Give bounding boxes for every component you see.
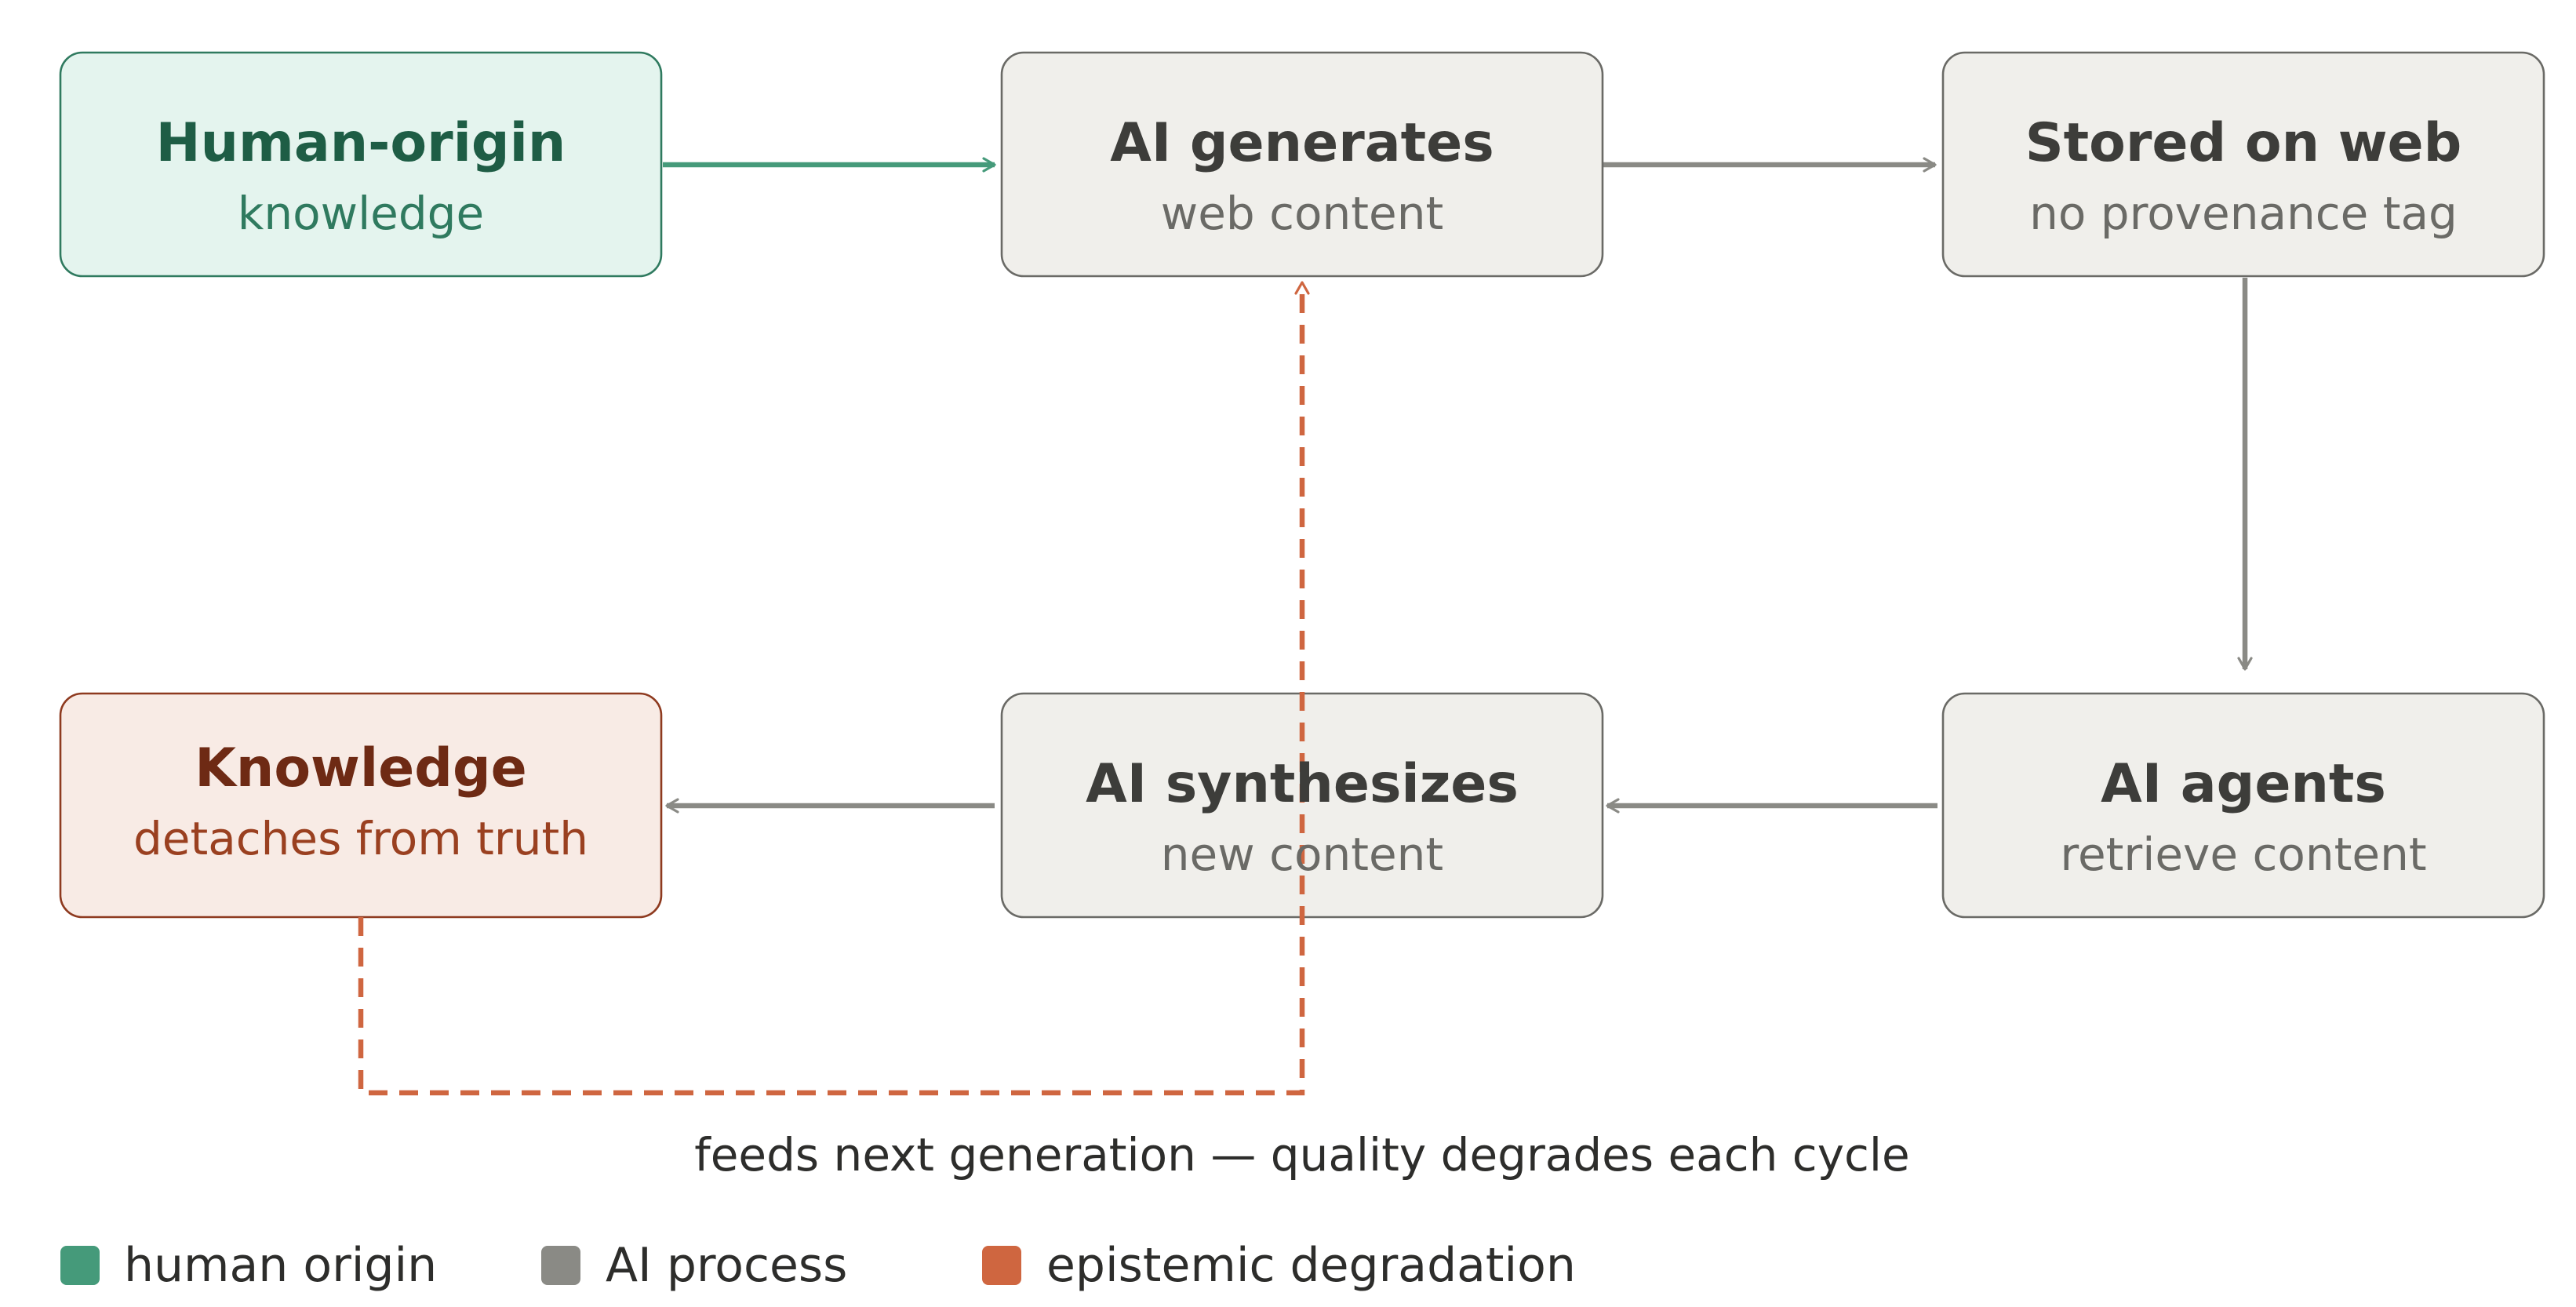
node-human-origin-box	[59, 51, 663, 278]
node-ai-generates-subtitle: web content	[1161, 187, 1443, 240]
node-ai-generates-title: AI generates	[1110, 112, 1494, 174]
node-ai-agents-title: AI agents	[2101, 753, 2386, 815]
feedback-loop-dashed-arrow	[358, 281, 1310, 1096]
connectors	[663, 157, 2253, 814]
node-stored-on-web: Stored on web no provenance tag	[1941, 51, 2545, 278]
node-knowledge-box	[59, 692, 663, 919]
node-stored-on-web-title: Stored on web	[2025, 112, 2462, 174]
legend-swatch-human-origin	[60, 1246, 100, 1285]
legend-swatch-epistemic-degradation	[982, 1246, 1021, 1285]
legend-label-epistemic-degradation: epistemic degradation	[1046, 1238, 1576, 1293]
legend-item-epistemic-degradation: epistemic degradation	[982, 1238, 1576, 1293]
legend-label-human-origin: human origin	[124, 1238, 437, 1293]
feedback-caption: feeds next generation — quality degrades…	[694, 1128, 1909, 1181]
node-knowledge-subtitle: detaches from truth	[133, 812, 588, 865]
legend-swatch-ai-process	[541, 1246, 580, 1285]
node-stored-on-web-box	[1941, 51, 2545, 278]
node-knowledge-title: Knowledge	[195, 737, 527, 799]
node-ai-synthesizes-subtitle: new content	[1161, 828, 1443, 881]
legend-label-ai-process: AI process	[606, 1238, 847, 1293]
node-ai-agents-box	[1941, 692, 2545, 919]
node-stored-on-web-subtitle: no provenance tag	[2029, 187, 2458, 240]
node-ai-synthesizes-title: AI synthesizes	[1086, 753, 1519, 815]
node-ai-generates: AI generates web content	[1000, 51, 1604, 278]
node-human-origin-title: Human-origin	[156, 112, 566, 174]
legend: human origin AI process epistemic degrad…	[60, 1238, 1576, 1293]
node-knowledge: Knowledge detaches from truth	[59, 692, 663, 919]
node-human-origin-subtitle: knowledge	[238, 187, 484, 240]
node-human-origin: Human-origin knowledge	[59, 51, 663, 278]
node-ai-agents-subtitle: retrieve content	[2060, 828, 2426, 881]
node-ai-generates-box	[1000, 51, 1604, 278]
legend-item-human-origin: human origin	[60, 1238, 437, 1293]
legend-item-ai-process: AI process	[541, 1238, 847, 1293]
node-ai-agents: AI agents retrieve content	[1941, 692, 2545, 919]
